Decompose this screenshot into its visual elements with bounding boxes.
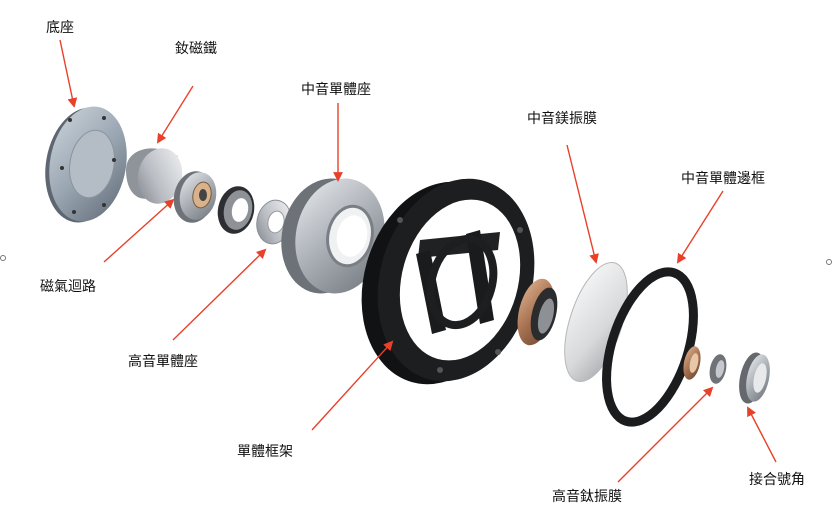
arrow-titanium-diaphragm	[617, 386, 714, 483]
base-plate	[45, 106, 127, 223]
arrow-neodymium-magnet	[156, 85, 194, 144]
label-base: 底座	[46, 20, 74, 36]
label-midrange-unit-surround: 中音單體邊框	[681, 171, 765, 187]
edge-marker-right	[826, 259, 832, 265]
small-ring	[217, 186, 255, 234]
neodymium-magnet	[126, 148, 183, 204]
midrange-unit-seat	[281, 178, 385, 294]
label-neodymium-magnet: 釹磁鐵	[175, 41, 217, 57]
label-magnetic-circuit: 磁氣迴路	[40, 279, 96, 295]
label-tweeter-titanium-diaphragm: 高音鈦振膜	[552, 489, 622, 505]
leader-arrows	[59, 39, 777, 483]
label-unit-frame: 單體框架	[237, 444, 293, 460]
arrow-tweeter-unit-seat	[172, 248, 267, 341]
label-midrange-unit-seat: 中音單體座	[301, 82, 371, 98]
label-midrange-magnesium-diaphragm: 中音鎂振膜	[527, 111, 597, 127]
arrow-magnetic-circuit	[103, 198, 175, 263]
unit-frame	[361, 178, 535, 385]
arrow-unit-surround	[676, 190, 724, 264]
midrange-magnesium-diaphragm	[564, 261, 628, 383]
label-connecting-horn: 接合號角	[749, 472, 805, 488]
arrow-unit-frame	[311, 340, 394, 431]
magnetic-circuit	[173, 171, 217, 223]
voice-coil-ring	[517, 278, 558, 346]
edge-marker-left	[0, 255, 6, 261]
tweeter-titanium-diaphragm	[683, 346, 727, 384]
arrow-magnesium-diaphragm	[566, 144, 599, 264]
label-tweeter-unit-seat: 高音單體座	[128, 354, 198, 370]
arrow-connecting-horn	[747, 406, 777, 463]
connecting-horn	[739, 352, 770, 404]
arrow-base	[59, 39, 78, 108]
